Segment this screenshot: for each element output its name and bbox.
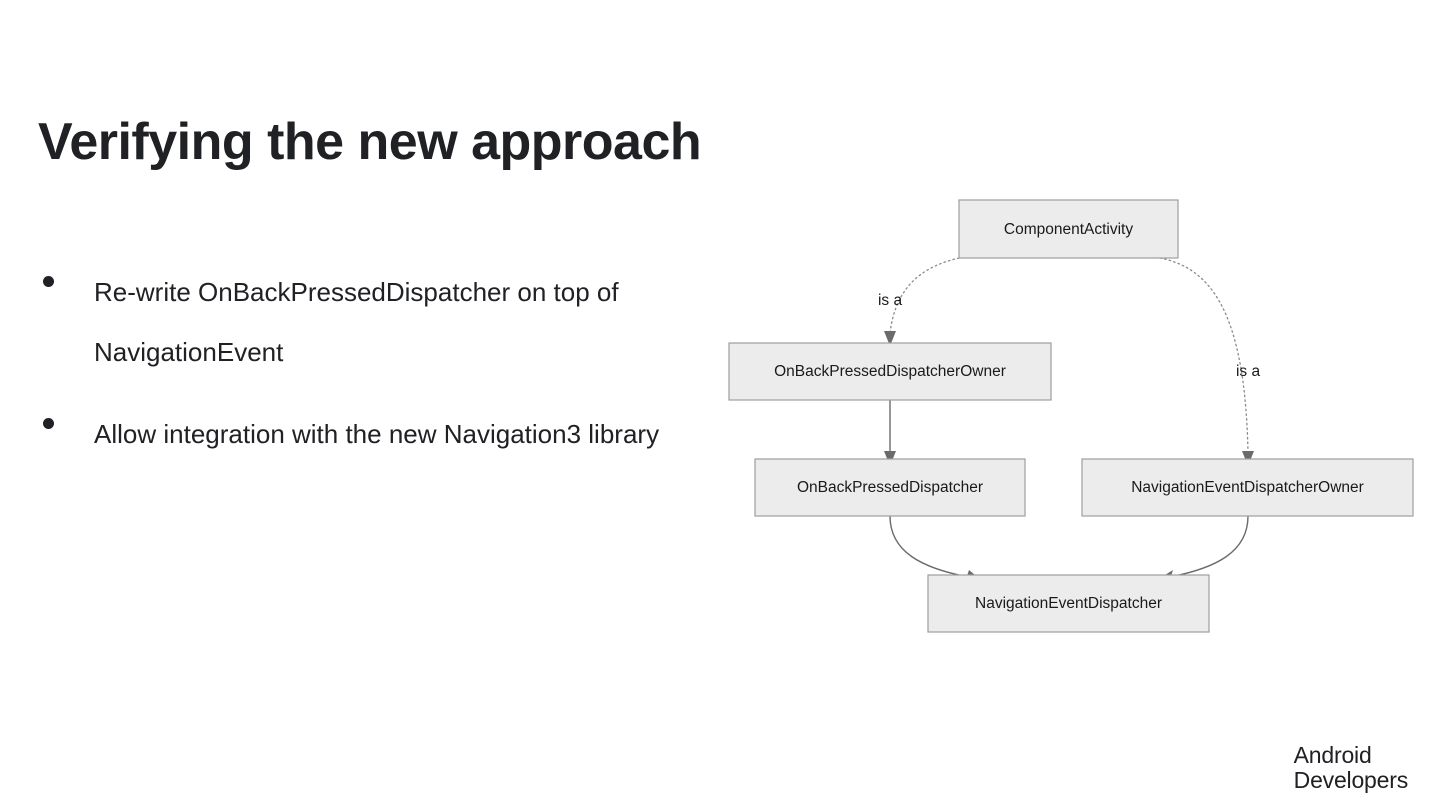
edge-navigationeventdispatcherowner-to-navigationeventdispatcher [1169, 515, 1249, 578]
edge-componentactivity-to-navigationeventdispatcherowner [1159, 257, 1249, 453]
bullet-dot-icon [43, 276, 54, 287]
list-item-label: Allow integration with the new Navigatio… [94, 419, 660, 449]
node-label: OnBackPressedDispatcherOwner [774, 363, 1006, 380]
arrow-head-icon [884, 331, 896, 346]
node-label: NavigationEventDispatcher [975, 595, 1162, 612]
node-label: NavigationEventDispatcherOwner [1131, 479, 1364, 496]
node-onbackpresseddispatcher[interactable]: OnBackPressedDispatcher [754, 458, 1026, 517]
logo-line-developers: Developers [1293, 766, 1409, 793]
edge-label-right-is-a: is a [1236, 363, 1261, 380]
edge-componentactivity-to-onbackpresseddispatcherowner [889, 257, 960, 334]
android-developers-logo: Android Developers [1293, 742, 1409, 793]
logo-line-android: Android [1293, 742, 1372, 769]
node-navigationeventdispatcher[interactable]: NavigationEventDispatcher [927, 574, 1210, 633]
node-navigationeventdispatcherowner[interactable]: NavigationEventDispatcherOwner [1081, 458, 1414, 517]
node-label: OnBackPressedDispatcher [797, 479, 983, 496]
edge-label-left-is-a: is a [878, 292, 903, 309]
list-item: Re-write OnBackPressedDispatcher on top … [38, 262, 738, 382]
node-component-activity[interactable]: ComponentActivity [958, 199, 1179, 259]
bullet-dot-icon [43, 418, 54, 429]
edge-onbackpresseddispatcher-to-navigationeventdispatcher [889, 515, 969, 578]
page-title: Verifying the new approach [38, 112, 702, 171]
list-item: Allow integration with the new Navigatio… [38, 404, 738, 464]
class-hierarchy-diagram: is a is a ComponentActivity OnBackPresse… [700, 180, 1440, 660]
node-onbackpresseddispatcherowner[interactable]: OnBackPressedDispatcherOwner [728, 342, 1052, 401]
bullet-list: Re-write OnBackPressedDispatcher on top … [38, 262, 738, 486]
node-label: ComponentActivity [1004, 221, 1133, 238]
list-item-label: Re-write OnBackPressedDispatcher on top … [94, 277, 619, 367]
